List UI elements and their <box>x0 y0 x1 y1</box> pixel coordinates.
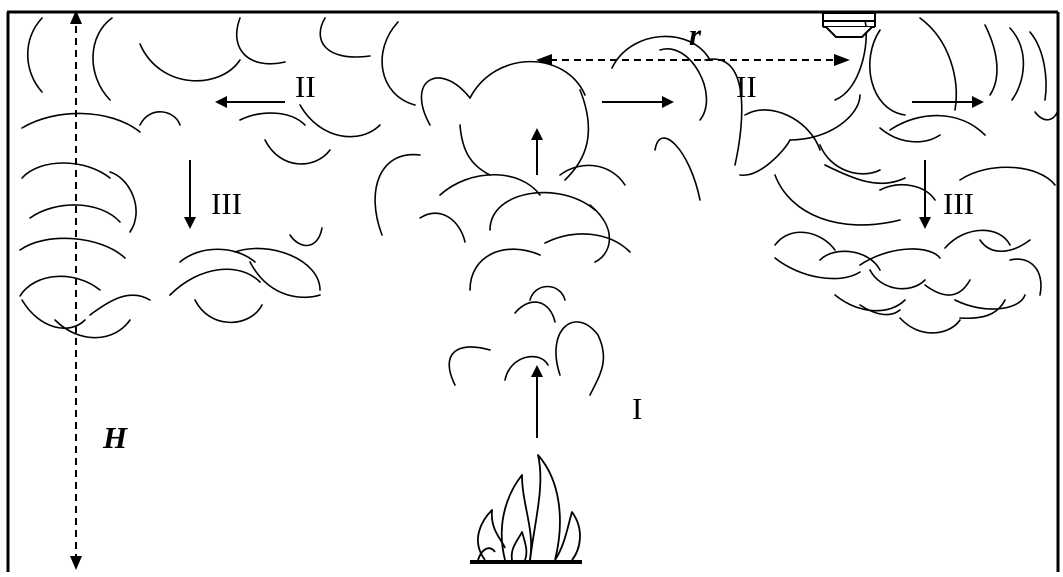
zone-label-ceiling-jet-right: II <box>736 69 757 104</box>
flow-arrows <box>184 96 984 438</box>
smoke-detector-icon <box>822 12 876 38</box>
fire-icon <box>470 454 582 564</box>
zone-label-descent-right: III <box>943 186 974 221</box>
room-outline <box>6 10 1060 572</box>
smoke-clouds <box>19 17 1059 396</box>
radius-label: r <box>689 17 702 52</box>
zone-label-plume: I <box>632 391 642 426</box>
height-label: H <box>102 420 128 455</box>
height-dimension <box>70 10 82 570</box>
radius-dimension <box>536 54 850 66</box>
zone-label-ceiling-jet-left: II <box>295 69 316 104</box>
zone-label-descent-left: III <box>211 186 242 221</box>
